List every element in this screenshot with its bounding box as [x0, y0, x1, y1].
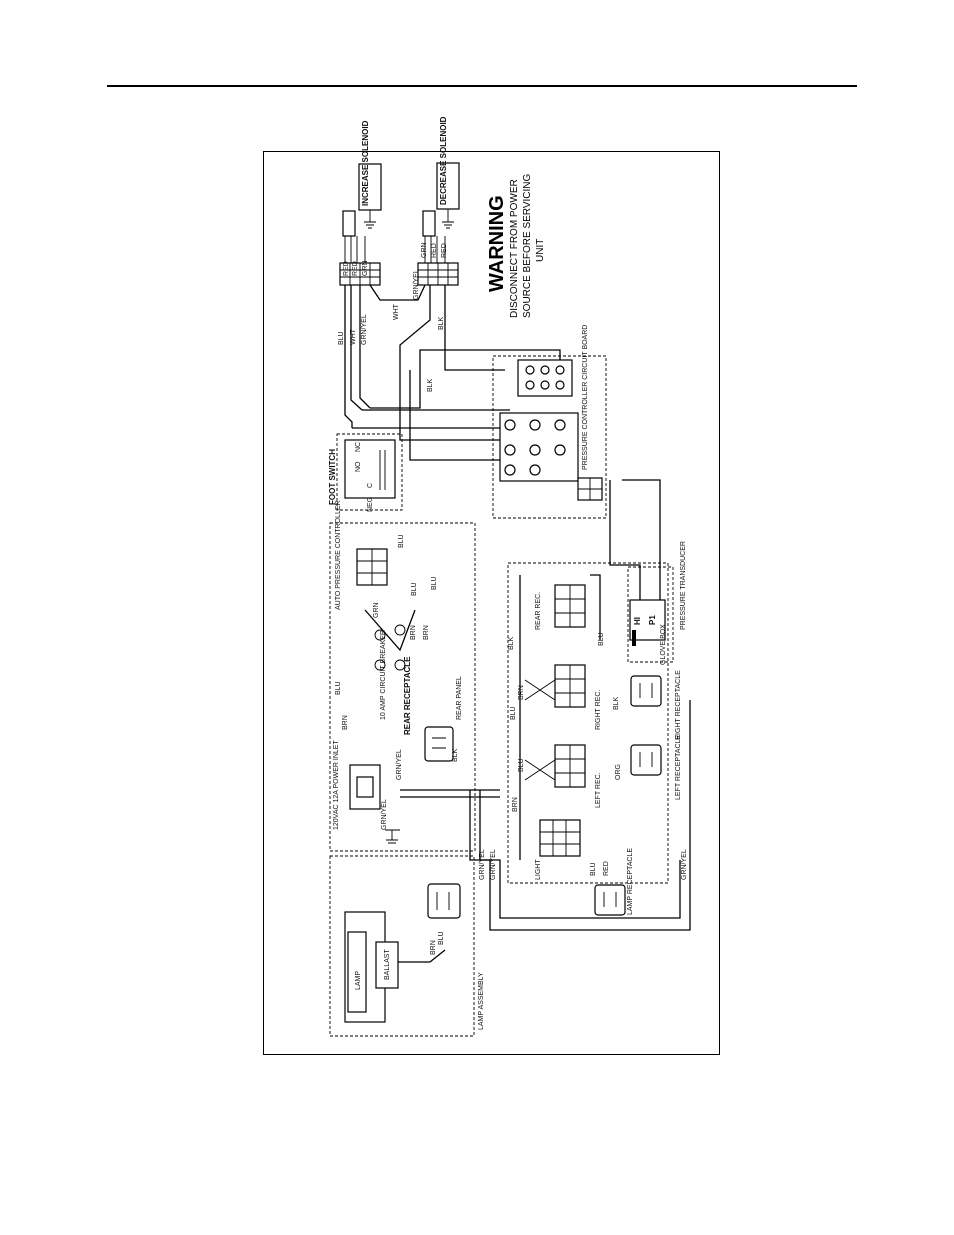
wire-label-blk-5: BLK	[613, 696, 620, 710]
wire-label-blu-9: BLU	[590, 862, 597, 876]
wire-label-grnyel-6: GRN/YEL	[490, 849, 497, 880]
warning-block: WARNING DISCONNECT FROM POWER SOURCE BEF…	[486, 173, 546, 318]
left-receptacle: LEFT RECEPTACLE	[630, 735, 682, 800]
wire-label-blk-3: BLK	[452, 748, 459, 762]
wire-label-blu-4: BLU	[431, 576, 438, 590]
left-receptacle-label: LEFT RECEPTACLE	[675, 735, 682, 800]
rear-receptacle: REAR RECEPTACLE REAR PANEL BLK GRN/YEL	[396, 656, 463, 780]
wire-label-grn-1: GRN	[362, 260, 369, 276]
left-rec-label: LEFT REC.	[595, 772, 602, 808]
wire-label-blk-1: BLK	[438, 316, 445, 330]
wire-label-grn-2: GRN	[421, 242, 428, 258]
wire-label-red-2: RED	[352, 261, 359, 276]
switch-contact-no: NO	[355, 461, 362, 472]
increase-solenoid-label: INCREASE SOLENOID	[361, 120, 370, 206]
glove-box-label: GLOVE BOX	[660, 624, 667, 665]
transducer-label: PRESSURE TRANSDUCER	[680, 541, 687, 630]
warning-title: WARNING	[486, 195, 508, 292]
top-wiring: BLU WHT GRN/YEL WHT GRN/YEL BLK BLK	[338, 269, 561, 461]
wire-label-red-5: RED	[603, 861, 610, 876]
wire-label-grnyel-7: GRN/YEL	[681, 849, 688, 880]
lamp-label: LAMP	[355, 971, 362, 990]
wire-label-blu-10: BLU	[438, 931, 445, 945]
wire-label-blu-2: BLU	[398, 534, 405, 548]
warning-line-1: DISCONNECT FROM POWER	[509, 179, 520, 318]
wire-label-blu-3: BLU	[411, 582, 418, 596]
switch-contact-nc: NC	[355, 442, 362, 452]
p1-label: P1	[648, 615, 657, 625]
wire-label-brn-4: BRN	[518, 685, 525, 700]
wire-label-brn-2: BRN	[423, 625, 430, 640]
wire-label-blk-2: BLK	[427, 378, 434, 392]
right-receptacle: RIGHT RECEPTACLE	[630, 670, 682, 740]
rear-panel-label: REAR PANEL	[456, 676, 463, 720]
lamp-receptacle-label: LAMP RECEPTACLE	[627, 848, 634, 915]
foot-switch: FOOT SWITCH NC NO C NEG	[328, 433, 403, 512]
lamp-receptacle: LAMP RECEPTACLE	[594, 848, 634, 916]
power-inlet: 120VAC 12A POWER INLET GRN/YEL BRN BLU	[333, 681, 400, 844]
wire-label-brn-1: BRN	[410, 625, 417, 640]
pressure-board-label: PRESSURE CONTROLLER CIRCUIT BOARD	[582, 325, 589, 470]
rear-rec-label: REAR REC.	[535, 592, 542, 630]
terminal-block	[517, 359, 573, 397]
right-rec-label: RIGHT REC.	[595, 690, 602, 730]
decrease-connector: GRN RED RED	[417, 236, 459, 286]
wire-label-wht-2: WHT	[393, 303, 400, 320]
circuit-breaker: 10 AMP CIRCUIT BREAKER	[364, 609, 416, 720]
bottom-wiring: GRN/YEL GRN/YEL GRN/YEL	[400, 700, 691, 931]
switch-contact-com: C	[367, 483, 374, 488]
foot-switch-label: FOOT SWITCH	[328, 449, 337, 505]
wire-label-grnyel-5: GRN/YEL	[479, 849, 486, 880]
rear-receptacle-label: REAR RECEPTACLE	[403, 656, 412, 735]
wire-label-brn-5: BRN	[512, 797, 519, 812]
wire-label-blu-8: BLU	[598, 632, 605, 646]
lamp-assembly-label: LAMP ASSEMBLY	[478, 972, 485, 1030]
wire-label-grnyel-3: GRN/YEL	[396, 749, 403, 780]
wire-label-blu-7: BLU	[518, 758, 525, 772]
wire-label-brn-3: BRN	[342, 715, 349, 730]
wire-label-red-3: RED	[431, 243, 438, 258]
receptacle-rack: REAR REC. RIGHT REC. LEFT REC. LIGHT BLK…	[507, 562, 669, 884]
wire-label-grnyel-4: GRN/YEL	[381, 799, 388, 830]
light-label: LIGHT	[535, 859, 542, 880]
auto-pressure-label: AUTO PRESSURE CONTROLLER	[335, 500, 342, 610]
wire-label-red-4: RED	[441, 243, 448, 258]
circuit-breaker-label: 10 AMP CIRCUIT BREAKER	[380, 630, 387, 720]
hi-label: HI	[633, 617, 642, 625]
wire-label-red-1: RED	[343, 261, 350, 276]
power-inlet-label: 120VAC 12A POWER INLET	[333, 740, 340, 830]
diagram-frame	[263, 151, 720, 1055]
lamp-assembly: LAMP ASSEMBLY LAMP BALLAST BRN BLU	[329, 855, 485, 1037]
wire-label-brn-6: BRN	[430, 940, 437, 955]
wire-label-wht-1: WHT	[350, 328, 357, 345]
pressure-transducer: HI P1 GLOVE BOX PRESSURE TRANSDUCER	[609, 479, 687, 665]
warning-line-2: SOURCE BEFORE SERVICING	[522, 173, 533, 318]
increase-connector: RED RED GRN	[339, 236, 381, 286]
increase-solenoid: INCREASE SOLENOID	[342, 120, 382, 237]
right-receptacle-label: RIGHT RECEPTACLE	[675, 670, 682, 740]
wire-label-grnyel-2: GRN/YEL	[413, 269, 420, 300]
wire-label-blu-6: BLU	[510, 706, 517, 720]
ballast-label: BALLAST	[384, 949, 391, 980]
wire-label-blk-4: BLK	[508, 636, 515, 650]
decrease-solenoid-label: DECREASE SOLENOID	[439, 116, 448, 205]
wire-label-grnyel-1: GRN/YEL	[361, 314, 368, 345]
wire-label-org-1: ORG	[615, 764, 622, 780]
switch-contact-neg: NEG	[367, 497, 374, 512]
pressure-controller-board: PRESSURE CONTROLLER CIRCUIT BOARD	[492, 325, 607, 519]
header-rule	[107, 85, 857, 87]
auto-pressure-controller: AUTO PRESSURE CONTROLLER GRN BLU BLU BLU…	[329, 500, 476, 852]
wire-label-blu-5: BLU	[335, 681, 342, 695]
warning-line-3: UNIT	[535, 239, 546, 262]
wire-label-grn-3: GRN	[373, 602, 380, 618]
wire-label-blu-1: BLU	[338, 331, 345, 345]
decrease-solenoid: DECREASE SOLENOID	[422, 116, 460, 237]
